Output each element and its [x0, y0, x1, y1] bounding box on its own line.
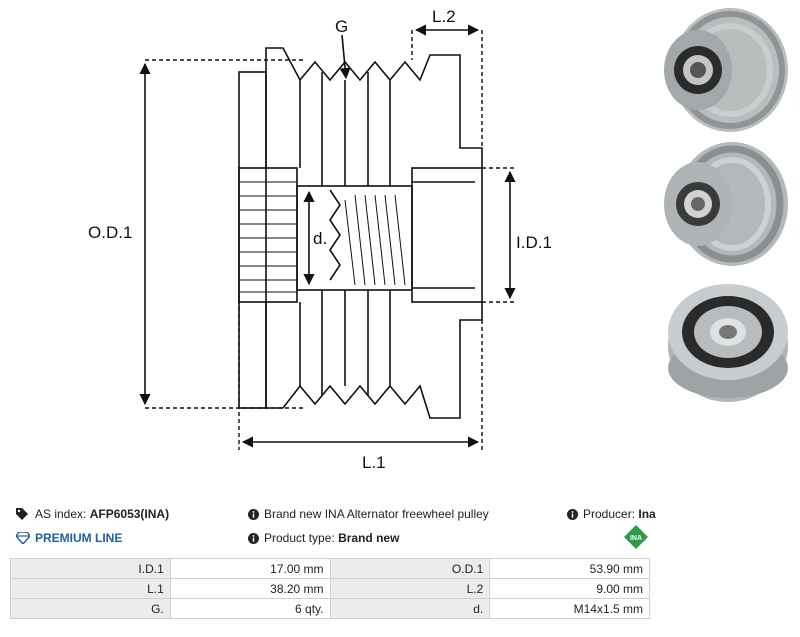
spec-value: 53.90 mm — [489, 558, 650, 579]
svg-text:INA: INA — [630, 535, 642, 542]
as-index-value: AFP6053(INA) — [89, 507, 170, 521]
spec-label: O.D.1 — [329, 558, 491, 579]
spec-table: I.D.1 17.00 mm O.D.1 53.90 mm L.1 38.20 … — [10, 558, 650, 619]
table-row: G. 6 qty. d. M14x1.5 mm — [10, 598, 650, 619]
producer-label: Producer: — [583, 507, 636, 521]
producer: Producer: Ina — [567, 507, 656, 521]
hub-left-band — [238, 71, 267, 409]
product-description: Brand new INA Alternator freewheel pulle… — [248, 507, 489, 521]
spec-value: 17.00 mm — [169, 558, 331, 579]
label-l2: L.2 — [432, 7, 456, 26]
spec-value: 6 qty. — [169, 598, 331, 619]
label-l1: L.1 — [362, 453, 386, 472]
pulley-lower-profile — [265, 302, 483, 419]
pulley-photo-rear-view — [664, 142, 788, 266]
premium-line-label: PREMIUM LINE — [35, 531, 123, 545]
info-icon — [567, 509, 578, 520]
inner-bearing — [411, 167, 483, 303]
label-g: G — [335, 17, 348, 36]
table-row: I.D.1 17.00 mm O.D.1 53.90 mm — [10, 558, 650, 579]
as-index: AS index: AFP6053(INA) — [16, 507, 169, 521]
spec-label: L.1 — [10, 578, 171, 599]
diamond-icon — [16, 532, 30, 544]
technical-drawing: G L.2 O.D.1 d. I.D.1 L.1 — [88, 7, 552, 472]
table-row: L.1 38.20 mm L.2 9.00 mm — [10, 578, 650, 599]
premium-line: PREMIUM LINE — [16, 531, 122, 545]
splined-hub — [238, 167, 298, 303]
spec-label: G. — [10, 598, 171, 619]
spec-label: d. — [329, 598, 491, 619]
product-type: Product type: Brand new — [248, 531, 399, 545]
g-pointer-line — [339, 34, 351, 80]
tags-icon — [16, 508, 28, 520]
spec-label: L.2 — [329, 578, 491, 599]
product-type-label: Product type: — [264, 531, 335, 545]
spec-value: 9.00 mm — [489, 578, 650, 599]
spec-label: I.D.1 — [10, 558, 171, 579]
label-id1: I.D.1 — [516, 233, 552, 252]
pulley-photo-angled-front — [664, 8, 788, 132]
info-icon — [248, 533, 259, 544]
pulley-upper-profile — [265, 47, 483, 168]
pulley-photo-front-view — [668, 284, 788, 402]
producer-value: Ina — [638, 507, 656, 521]
spec-value: 38.20 mm — [169, 578, 331, 599]
description-text: Brand new INA Alternator freewheel pulle… — [264, 507, 489, 521]
label-od1: O.D.1 — [88, 223, 132, 242]
label-d: d. — [313, 229, 327, 248]
spec-value: M14x1.5 mm — [489, 598, 650, 619]
product-type-value: Brand new — [338, 531, 400, 545]
as-index-label: AS index: — [35, 507, 87, 521]
ina-logo: INA — [624, 525, 648, 549]
info-icon — [248, 509, 259, 520]
